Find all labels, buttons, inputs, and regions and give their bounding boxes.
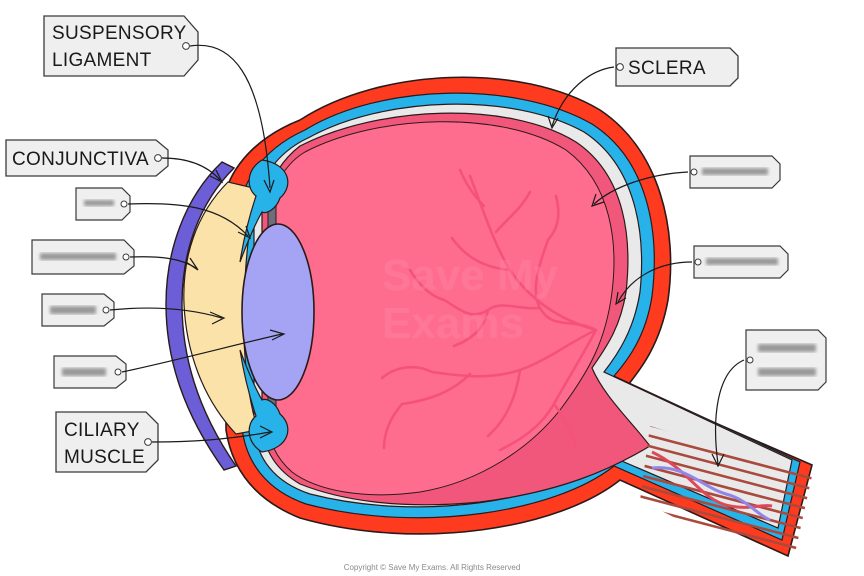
pointer-ciliary [151, 431, 271, 443]
label-suspensory-ligament: SUSPENSORY LIGAMENT [43, 15, 199, 77]
blurred-label-tag [31, 239, 135, 275]
ciliary-body-top [239, 159, 289, 263]
pointer-conjunctiva [161, 157, 221, 181]
label-suspensory-line2: LIGAMENT [52, 50, 152, 71]
label-ciliary-line1: CILIARY [64, 420, 140, 441]
pointer-suspensory [189, 44, 271, 189]
faint-watermark: Save My [382, 251, 559, 300]
label-suspensory-line1: SUSPENSORY [52, 23, 187, 44]
retinal-blood-vessels [380, 168, 598, 452]
svg-text:Exams: Exams [382, 299, 524, 348]
lens [241, 223, 315, 401]
cornea-conjunctiva [165, 161, 238, 471]
label-conjunctiva: CONJUNCTIVA [5, 139, 169, 177]
label-sclera-text: SCLERA [628, 58, 706, 79]
label-conjunctiva-text: CONJUNCTIVA [12, 149, 149, 170]
label-ciliary-muscle: CILIARY MUSCLE [55, 411, 159, 473]
blurred-label-tag [53, 355, 127, 389]
ciliary-body-bottom [239, 349, 289, 453]
blurred-label-tag [693, 245, 789, 279]
central-vein [651, 466, 771, 522]
central-artery [651, 450, 773, 509]
pointer-sclera [551, 66, 615, 127]
copyright-notice: Copyright © Save My Exams. All Rights Re… [344, 563, 521, 572]
blurred-label-tag [75, 187, 131, 221]
label-ciliary-line2: MUSCLE [64, 447, 145, 468]
label-sclera: SCLERA [615, 47, 739, 87]
blurred-label-tag [41, 293, 115, 327]
blurred-label-tag [689, 155, 781, 189]
blurred-label-tag [745, 329, 827, 391]
